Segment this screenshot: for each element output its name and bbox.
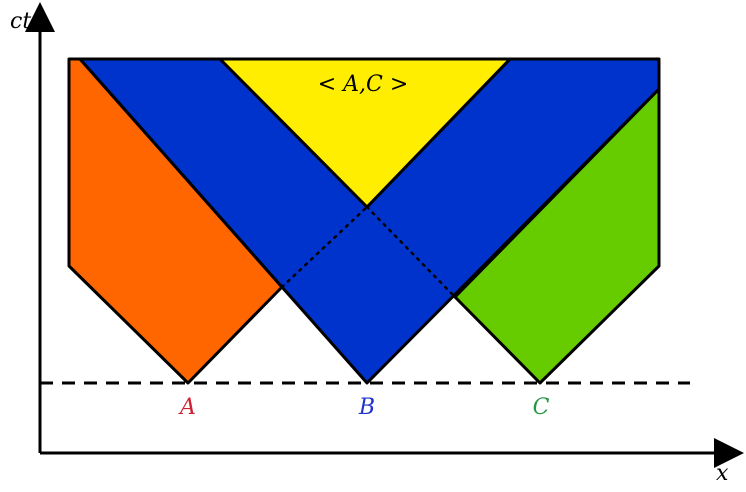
point-c-label: C — [533, 395, 550, 420]
intersection-label: < A,C > — [318, 72, 409, 97]
dotted-line-right — [365, 205, 457, 299]
vertical-axis-label: ct — [10, 9, 31, 34]
point-a-label: A — [178, 395, 196, 420]
dotted-line-left — [280, 205, 369, 289]
point-b-label: B — [358, 395, 375, 420]
horizontal-axis-label: x — [716, 461, 729, 486]
